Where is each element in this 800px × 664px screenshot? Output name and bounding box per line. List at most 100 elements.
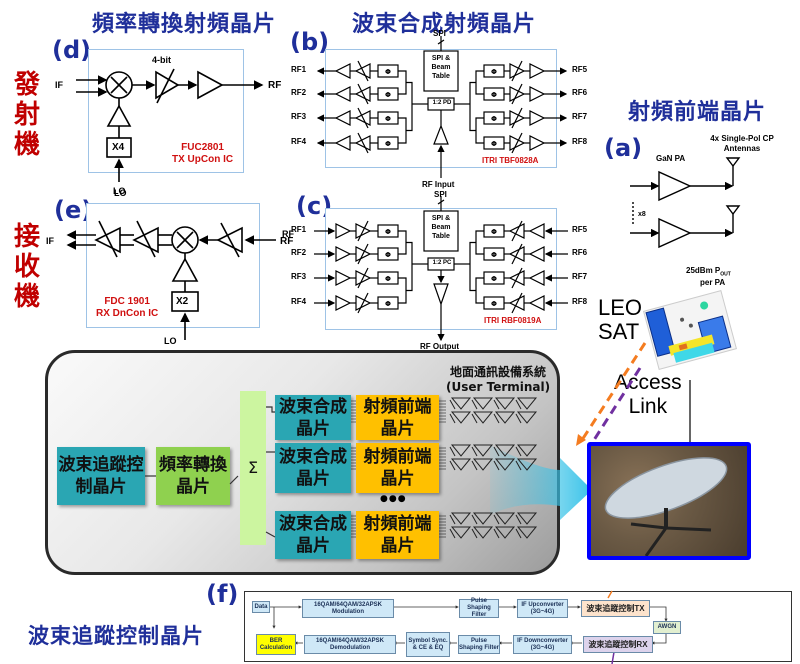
user-terminal-title: 地面通訊設備系統 (User Terminal) (446, 365, 550, 395)
chip-c-port-rf6: RF6 (572, 248, 588, 257)
svg-text:Φ: Φ (491, 300, 497, 308)
flow-pulse-tx-block: Pulse Shaping Filter (459, 598, 499, 618)
chip-b-port-rf2: RF2 (291, 88, 307, 97)
label-f: (f) (206, 580, 239, 608)
sat-text: SAT (598, 319, 640, 344)
svg-text:Φ: Φ (385, 228, 391, 236)
svg-text:Φ: Φ (385, 115, 391, 123)
chip-a-antennas-label: 4x Single-Pol CP Antennas (710, 134, 774, 153)
label-b: (b) (290, 28, 330, 56)
chip-c-rf-output: RF Output (420, 342, 460, 351)
chip-c-spi-label: SPI (434, 190, 447, 199)
antenna-element-icon (450, 458, 472, 471)
flow-ber-block: BER Calculation (256, 634, 296, 655)
rf-frontend-block-3: 射頻前端晶片 (356, 511, 439, 559)
rf-frontend-block-2: 射頻前端晶片 (356, 443, 439, 493)
antenna-element-icon (516, 444, 538, 457)
antenna-element-icon (516, 397, 538, 410)
chip-c-port-rf2: RF2 (291, 248, 307, 257)
transmitter-label: 發 射 機 (12, 70, 42, 160)
chip-b-port-rf6: RF6 (572, 88, 588, 97)
svg-text:Φ: Φ (385, 68, 391, 76)
chip-b-rf-input: RF Input (422, 180, 455, 189)
chip-c-port-rf4: RF4 (291, 297, 307, 306)
chip-b-beam-table: SPI & Beam Table (431, 55, 451, 80)
chip-e-rf-label: RF (280, 236, 294, 247)
chip-e-part-number: FDC 1901 (104, 296, 150, 307)
beamformer-block-2: 波束合成晶片 (275, 443, 351, 493)
flow-sync-block: Symbol Sync. & CE & EQ (406, 632, 450, 657)
receiver-label: 接 收 機 (12, 222, 42, 312)
chip-b-port-rf5: RF5 (572, 65, 588, 74)
svg-text:Φ: Φ (385, 300, 391, 308)
antenna-element-icon (472, 397, 494, 410)
flow-data-block: Data (252, 601, 270, 613)
svg-text:Φ: Φ (491, 228, 497, 236)
beamformer-block-3: 波束合成晶片 (275, 511, 351, 559)
chip-e-part: FDC 1901 RX DnCon IC (96, 296, 158, 320)
chip-c-rf-label: RF (282, 229, 294, 239)
chip-b-port-rf7: RF7 (572, 112, 588, 121)
chip-c-port-rf1: RF1 (291, 225, 307, 234)
svg-text:Φ: Φ (491, 91, 497, 99)
antenna-element-icon (472, 411, 494, 424)
antenna-element-icon (494, 458, 516, 471)
svg-text:Φ: Φ (491, 115, 497, 123)
chip-c-beam-table: SPI & Beam Table (431, 215, 451, 240)
antenna-element-icon (472, 526, 494, 539)
chip-c-part: ITRI RBF0819A (484, 316, 542, 325)
flow-demodulation-block: 16QAM/64QAM/32APSK Demodulation (304, 635, 396, 654)
chip-e-lo-top-label: LO (114, 188, 127, 198)
chip-b-spi-label: SPI (433, 29, 446, 38)
access-link-label: Access Link (614, 371, 682, 419)
beam-tracking-title: 波束追蹤控制晶片 (28, 624, 204, 648)
svg-text:Φ: Φ (385, 251, 391, 259)
chip-b-part: ITRI TBF0828A (482, 156, 539, 165)
chip-d-x4-label: X4 (112, 142, 125, 153)
freq-conversion-title: 頻率轉換射頻晶片 (92, 12, 277, 37)
antenna-element-icon (450, 411, 472, 424)
antenna-element-icon (494, 512, 516, 525)
dish-antenna-icon (604, 457, 728, 556)
antenna-element-icon (516, 411, 538, 424)
antenna-element-icon (516, 512, 538, 525)
chip-d-description: TX UpCon IC (172, 154, 234, 165)
flow-tx-chip-block: 波束追蹤控制TX (581, 600, 650, 617)
antenna-element-icon (450, 526, 472, 539)
chip-a-per-pa-label: per PA (700, 278, 726, 287)
chip-a-gan-pa-label: GaN PA (656, 154, 686, 163)
chip-d-part: FUC2801 TX UpCon IC (172, 142, 233, 166)
pout-subscript: OUT (720, 271, 731, 278)
antenna-element-icon (516, 458, 538, 471)
sigma-combiner-block: Σ (240, 391, 266, 545)
svg-text:Φ: Φ (491, 68, 497, 76)
link-text: Link (628, 395, 668, 418)
rf-frontend-title: 射頻前端晶片 (628, 100, 767, 125)
chip-c-port-rf3: RF3 (291, 272, 307, 281)
rf-frontend-block-1: 射頻前端晶片 (356, 395, 439, 440)
rx-char-2: 收 (13, 252, 40, 282)
chip-e-if-label: IF (46, 236, 54, 246)
rx-char-3: 機 (13, 282, 40, 312)
user-terminal-photo (587, 442, 751, 560)
antenna-element-icon (494, 411, 516, 424)
antenna-element-icon (494, 526, 516, 539)
flow-awgn-block: AWGN (653, 621, 681, 634)
chip-a-pout-label: 25dBm POUT (686, 266, 731, 278)
beam-tracking-chip-block: 波束追蹤控制晶片 (57, 447, 145, 505)
leo-text: LEO (598, 295, 643, 320)
antenna-element-icon (472, 512, 494, 525)
rx-char-1: 接 (13, 222, 40, 252)
tx-char-2: 射 (13, 100, 40, 130)
chip-c-combiner: 1:2 PC (432, 260, 452, 266)
chip-c-port-rf7: RF7 (572, 272, 588, 281)
label-e: (e) (54, 196, 93, 224)
chip-e-x2-label: X2 (176, 296, 189, 307)
antenna-element-icon (472, 458, 494, 471)
svg-text:Φ: Φ (491, 251, 497, 259)
